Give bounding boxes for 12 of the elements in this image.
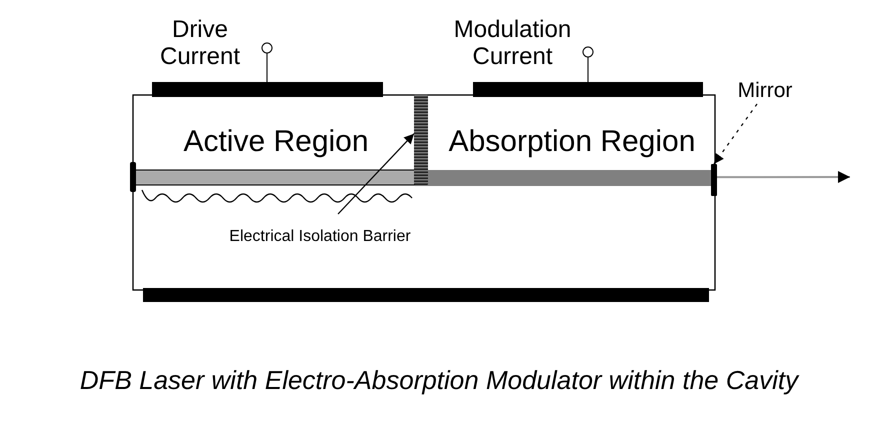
region-label: Active Region (140, 112, 412, 170)
leader-line (714, 104, 758, 164)
mirror-facet (711, 164, 717, 196)
caption: DFB Laser with Electro-Absorption Modulator within the Cavity (78, 365, 800, 396)
callout-label: Mirror (730, 78, 800, 104)
terminal-label: Drive Current (158, 16, 242, 70)
terminal-label: Modulation Current (452, 16, 572, 70)
region-label: Absorption Region (430, 112, 714, 170)
callout-label: Electrical Isolation Barrier (225, 214, 415, 260)
isolation-barrier (414, 95, 428, 185)
output-light-arrow (717, 171, 850, 183)
leader-line (338, 133, 414, 214)
